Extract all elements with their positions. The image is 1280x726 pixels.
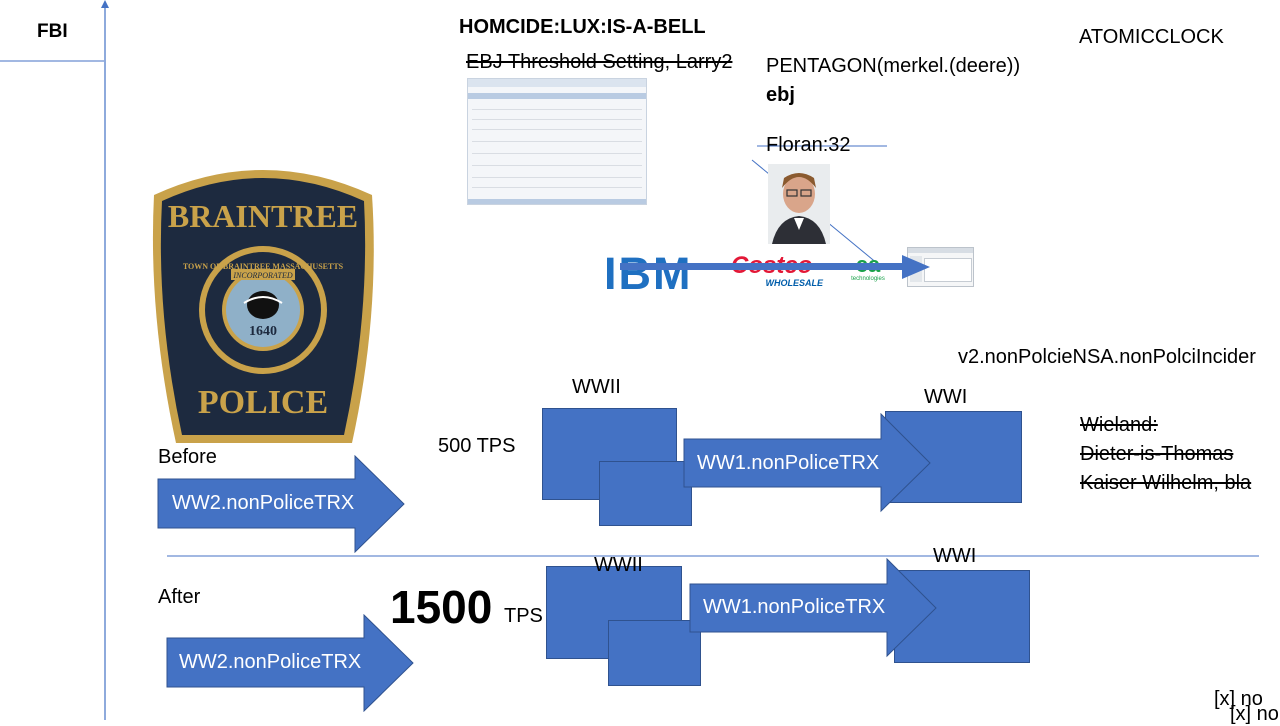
after-tps-number: 1500 [390, 581, 493, 633]
after-mid-arrow-label: WW1.nonPoliceTRX [703, 596, 886, 618]
ibm-logo: IBM [604, 251, 708, 297]
logo-flow-arrow [620, 255, 930, 279]
ca-subtitle: technologies [851, 276, 885, 282]
after-mid-arrow [689, 558, 937, 658]
struck-item-3: Kaiser Wilhelm, bla [1080, 472, 1252, 494]
threshold-table-screenshot [467, 78, 647, 205]
badge-top-text: BRAINTREE [168, 198, 358, 234]
braintree-police-badge: BRAINTREE TOWN OF BRAINTREE MASSACHUSETT… [152, 170, 374, 443]
costco-subtitle: WHOLESALE [765, 278, 824, 288]
before-wwii-label: WWII [572, 376, 621, 398]
badge-year: 1640 [249, 324, 277, 339]
pentagon-label: PENTAGON(merkel.(deere)) [766, 55, 1021, 77]
before-main-arrow-label: WW2.nonPoliceTRX [172, 492, 355, 514]
vertical-axis-arrowhead [101, 0, 109, 8]
atomic-clock-label: ATOMICCLOCK [1079, 26, 1224, 48]
before-main-arrow [157, 455, 405, 553]
before-mid-arrow [683, 413, 931, 513]
struck-item-1: Wieland: [1080, 414, 1158, 436]
before-wwii-inner-box [599, 461, 692, 526]
ebj-label: ebj [766, 84, 795, 106]
after-wwii-label: WWII [594, 554, 643, 576]
floran-label: Floran:32 [766, 134, 851, 156]
after-main-arrow [166, 614, 414, 712]
struck-item-2: Dieter-is-Thomas [1080, 443, 1234, 465]
after-label: After [158, 586, 201, 608]
portrait-photo [768, 164, 830, 244]
badge-inc-text: INCORPORATED [232, 271, 292, 280]
before-mid-arrow-label: WW1.nonPoliceTRX [697, 452, 880, 474]
badge-bottom-text: POLICE [198, 384, 328, 421]
before-tps: 500 TPS [438, 435, 516, 457]
after-tps-unit: TPS [504, 605, 543, 627]
badge-ring-text: TOWN OF BRAINTREE MASSACHUSETTS [183, 262, 344, 271]
after-wwii-inner-box [608, 620, 701, 686]
checkbox-note-1: [x] no [1214, 688, 1263, 710]
v2-incident-note: v2.nonPolcieNSA.nonPolciIncider [958, 346, 1256, 368]
before-wwi-label: WWI [924, 386, 968, 408]
after-main-arrow-label: WW2.nonPoliceTRX [179, 651, 362, 673]
before-label: Before [158, 446, 217, 468]
homicide-title: HOMCIDE:LUX:IS-A-BELL [459, 16, 706, 38]
checkbox-note-2: [x] no [1230, 703, 1279, 725]
ebj-threshold-label: EBJ Threshold Setting, Larry2 [466, 51, 733, 73]
corner-label: FBI [37, 21, 68, 42]
after-wwi-label: WWI [933, 545, 977, 567]
